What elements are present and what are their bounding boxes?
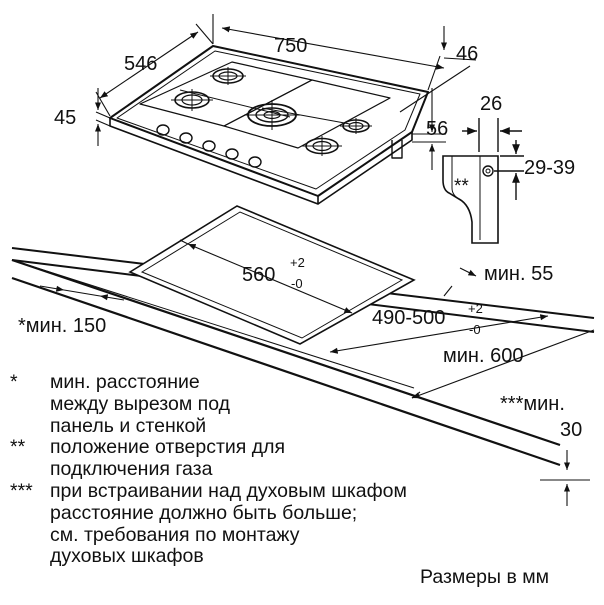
dim-560-tol-top: +2	[290, 255, 305, 270]
footnote-3: *** при встраивании над духовым шкафом р…	[10, 479, 570, 568]
dim-560-tol-bottom: -0	[291, 276, 303, 291]
footnote-2-line-1: положение отверстия для	[50, 436, 286, 459]
dim-min-55: мин. 55	[484, 263, 553, 285]
burner-back-right	[340, 118, 372, 134]
dim-490-500-tol-bottom: -0	[469, 322, 481, 337]
footnote-1-line-3: панель и стенкой	[50, 414, 207, 437]
dim-46: 46	[456, 43, 478, 65]
footnote-2-mark: **	[10, 436, 26, 459]
footnote-2-line-2: подключения газа	[50, 458, 213, 481]
dim-490-500-tol-top: +2	[468, 301, 483, 316]
dim-56: 56	[426, 118, 448, 140]
countertop-dimension-lines	[39, 239, 595, 506]
dim-min-30-line1: ***мин.	[500, 393, 565, 415]
footnotes: * мин. расстояние между вырезом под пане…	[10, 371, 570, 568]
dim-29-39: 29-39	[524, 157, 575, 179]
dim-45: 45	[54, 107, 76, 129]
dim-min-600: мин. 600	[443, 345, 523, 367]
dim-560: 560 +2 -0	[242, 255, 305, 291]
control-knobs	[156, 124, 262, 168]
footnote-3-line-1: при встраивании над духовым шкафом	[50, 479, 407, 502]
hob-dimension-lines	[94, 14, 477, 170]
gas-connection-detail	[442, 118, 524, 244]
dim-min-150: *мин. 150	[18, 315, 106, 337]
footnote-3-mark: ***	[10, 479, 33, 502]
footnote-1-mark: *	[10, 371, 18, 393]
footnote-3-line-3: см. требования по монтажу	[50, 523, 300, 546]
dim-546: 546	[124, 53, 157, 75]
footnote-1-line-1: мин. расстояние	[50, 371, 200, 393]
dim-560-value: 560	[242, 264, 275, 286]
dim-490-500: 490-500 +2 -0	[372, 301, 483, 337]
burner-front-right	[302, 136, 342, 156]
footnote-1-line-2: между вырезом под	[50, 392, 231, 415]
dim-min-30-line2: 30	[560, 419, 582, 441]
dim-26: 26	[480, 93, 502, 115]
footnote-3-line-4: духовых шкафов	[50, 545, 204, 568]
dim-750: 750	[274, 35, 307, 57]
gas-hole-marker: **	[454, 176, 469, 197]
dim-490-500-value: 490-500	[372, 307, 445, 329]
gas-hob	[109, 45, 429, 205]
footnote-1: * мин. расстояние между вырезом под пане…	[10, 371, 570, 437]
footnote-3-line-2: расстояние должно быть больше;	[50, 501, 358, 524]
footnote-2: ** положение отверстия для подключения г…	[10, 437, 570, 481]
burner-wok-center	[244, 100, 300, 130]
units-label: Размеры в мм	[420, 566, 550, 588]
